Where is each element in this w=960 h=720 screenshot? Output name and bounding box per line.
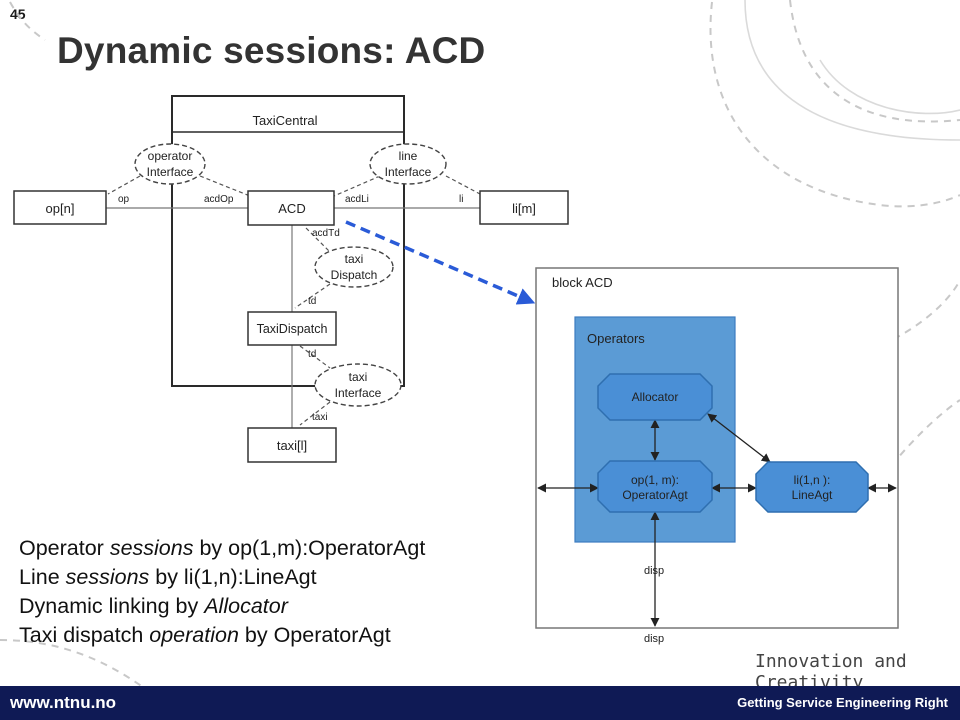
right-diagram: block ACD Operators Allocator op(1, m): …	[535, 267, 899, 645]
role-label-li: li	[459, 194, 463, 205]
zoom-arrow	[345, 220, 536, 305]
taxi-dispatch-collab	[314, 246, 394, 288]
svg-text:li(1,n ):: li(1,n ):	[794, 473, 831, 487]
taxi-interface-collab	[314, 363, 402, 407]
svg-text:Dispatch: Dispatch	[331, 268, 378, 282]
footer-bar: www.ntnu.no Getting Service Engineering …	[0, 686, 960, 720]
svg-text:OperatorAgt: OperatorAgt	[622, 488, 688, 502]
disp-outer-label: disp	[644, 633, 664, 645]
role-label-taxi: taxi	[312, 412, 328, 423]
block-acd-label: block ACD	[552, 275, 613, 290]
svg-text:Allocator: Allocator	[632, 390, 679, 404]
svg-text:taxi: taxi	[349, 370, 368, 384]
svg-text:Interface: Interface	[385, 165, 432, 179]
svg-text:Interface: Interface	[147, 165, 194, 179]
svg-text:TaxiDispatch: TaxiDispatch	[257, 322, 328, 336]
operator-interface-collab	[134, 143, 206, 185]
role-label-op: op	[118, 194, 130, 205]
allocator-node: Allocator	[597, 373, 713, 421]
svg-text:ACD: ACD	[278, 201, 305, 216]
li-box: li[m]	[479, 190, 569, 225]
operators-label: Operators	[587, 331, 645, 346]
operator-agt-node: op(1, m): OperatorAgt	[597, 460, 713, 513]
line-interface-collab	[369, 143, 447, 185]
footer-url-link[interactable]: www.ntnu.no	[10, 693, 117, 712]
taxidispatch-box: TaxiDispatch	[247, 311, 337, 346]
role-label-acdop: acdOp	[204, 194, 234, 205]
svg-text:taxi: taxi	[345, 252, 364, 266]
svg-text:LineAgt: LineAgt	[792, 488, 833, 502]
taxicentral-label: TaxiCentral	[252, 113, 317, 128]
line-agt-node: li(1,n ): LineAgt	[755, 461, 869, 513]
svg-text:op(1, m):: op(1, m):	[631, 473, 679, 487]
svg-text:operator: operator	[148, 149, 193, 163]
left-diagram: TaxiCentral op[n] ACD	[13, 95, 569, 463]
svg-text:taxi[l]: taxi[l]	[277, 438, 307, 453]
slide-title: Dynamic sessions: ACD	[57, 30, 486, 71]
op-box: op[n]	[13, 190, 107, 225]
role-label-acdli: acdLi	[345, 194, 369, 205]
bullet-item: Dynamic linking by Allocator	[19, 594, 288, 618]
svg-text:li[m]: li[m]	[512, 201, 536, 216]
disp-inner-label: disp	[644, 565, 664, 577]
acd-box: ACD	[247, 190, 335, 226]
bullet-item: Taxi dispatch operation by OperatorAgt	[19, 623, 391, 647]
role-label-td-top: td	[308, 296, 316, 307]
role-label-acdtd: acdTd	[312, 228, 340, 239]
role-label-td-bottom: td	[308, 349, 316, 360]
bullet-item: Line sessions by li(1,n):LineAgt	[19, 565, 317, 589]
svg-text:Interface: Interface	[335, 386, 382, 400]
svg-text:line: line	[399, 149, 418, 163]
taxi-box: taxi[l]	[247, 427, 337, 463]
bullet-list: Operator sessions by op(1,m):OperatorAgt…	[19, 534, 425, 650]
svg-text:op[n]: op[n]	[46, 201, 75, 216]
footer-tagline: Getting Service Engineering Right	[737, 695, 948, 710]
bullet-item: Operator sessions by op(1,m):OperatorAgt	[19, 536, 426, 560]
